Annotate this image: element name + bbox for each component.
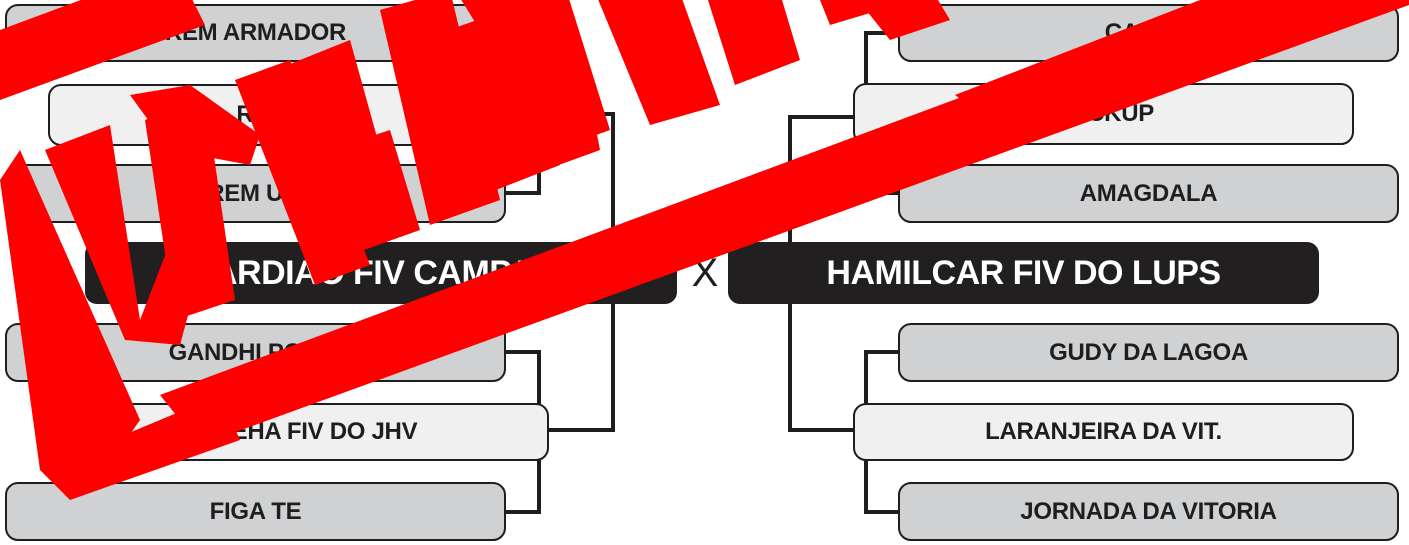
left-entry-3: REM ULI <box>5 164 506 223</box>
right-entry-4-label: GUDY DA LAGOA <box>1049 339 1248 367</box>
right-entry-1-label: CAB TE <box>1105 19 1193 47</box>
right-entry-4: GUDY DA LAGOA <box>898 323 1399 382</box>
left-entry-6-label: FIGA TE <box>210 498 302 526</box>
left-finalist-label: GUARDIAO FIV CAMPARINI <box>163 254 599 293</box>
left-entry-1-label: REM ARMADOR <box>165 19 346 47</box>
versus-label: X <box>686 242 724 304</box>
connector-line <box>549 114 613 242</box>
left-entry-4-label: GANDHI PO DA <box>169 339 343 367</box>
right-finalist-label: HAMILCAR FIV DO LUPS <box>826 254 1220 293</box>
right-entry-6-label: JORNADA DA VITORIA <box>1020 498 1276 526</box>
left-entry-6: FIGA TE <box>5 482 506 541</box>
right-entry-3-label: AMAGDALA <box>1080 180 1218 208</box>
right-entry-2-label: BACKUP <box>1053 100 1154 128</box>
left-entry-1: REM ARMADOR <box>5 4 506 62</box>
connector-line <box>790 304 853 430</box>
left-entry-3-label: REM ULI <box>207 180 304 208</box>
right-entry-2: BACKUP <box>853 83 1354 145</box>
right-finalist: HAMILCAR FIV DO LUPS <box>728 242 1319 304</box>
right-entry-3: AMAGDALA <box>898 164 1399 223</box>
connector-line <box>549 304 613 430</box>
right-entry-6: JORNADA DA VITORIA <box>898 482 1399 541</box>
left-entry-2: REM MEET <box>48 84 549 146</box>
right-entry-5-label: LARANJEIRA DA VIT. <box>985 418 1222 446</box>
left-entry-5-label: TOMEHA FIV DO JHV <box>180 418 418 446</box>
left-entry-2-label: REM MEET <box>236 101 360 129</box>
right-entry-1: CAB TE <box>898 4 1399 62</box>
left-entry-5: TOMEHA FIV DO JHV <box>48 403 549 461</box>
left-entry-4: GANDHI PO DA <box>5 323 506 382</box>
right-entry-5: LARANJEIRA DA VIT. <box>853 403 1354 461</box>
connector-line <box>790 117 853 242</box>
left-finalist: GUARDIAO FIV CAMPARINI <box>85 242 677 304</box>
